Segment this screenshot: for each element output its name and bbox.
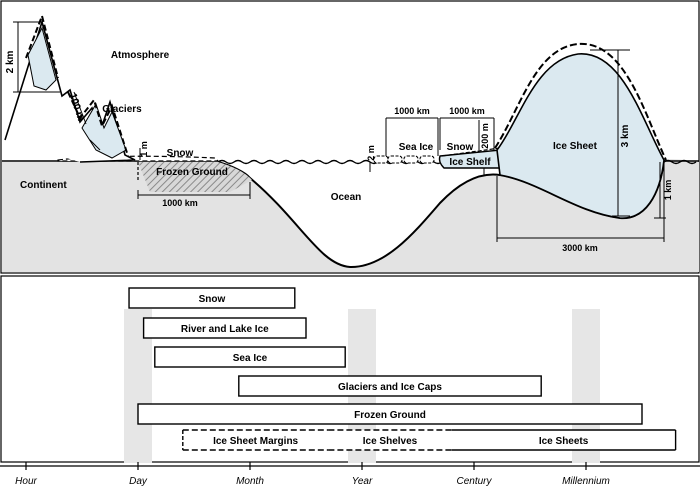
frozen-ground-extent-label: 1000 km — [162, 198, 198, 208]
ocean-label: Ocean — [331, 192, 362, 203]
river-lake-ice-bar-label: River and Lake Ice — [181, 324, 269, 335]
sea-ice-extent-label: 1000 km — [394, 106, 430, 116]
bedrock-depth-label: 1 km — [663, 180, 673, 201]
frozen-ground-bar-label: Frozen Ground — [354, 410, 426, 421]
glaciers-ice-caps-bar-label: Glaciers and Ice Caps — [338, 382, 442, 393]
ice-sheet-margins-label: Ice Sheet Margins — [213, 436, 298, 447]
snow-on-ice-label: Snow — [447, 142, 474, 153]
glacier-ice — [27, 26, 57, 91]
axis-tick-label: Millennium — [562, 476, 610, 487]
axis-tick-label: Year — [352, 476, 373, 487]
ice-shelves-label: Ice Shelves — [363, 436, 418, 447]
continent-label: Continent — [20, 180, 67, 191]
axis-ticks: Hour Day Month Year Century Millennium — [15, 462, 610, 487]
time-axis: Hour Day Month Year Century Millennium — [0, 462, 700, 487]
ice-sheet — [496, 53, 665, 219]
ice-sheet-width-label: 3000 km — [562, 243, 598, 253]
ice-shelf-label: Ice Shelf — [449, 157, 491, 168]
snow-bar-label: Snow — [199, 294, 226, 305]
sea-ice-bar — [154, 346, 346, 368]
axis-tick-label: Day — [129, 476, 148, 487]
snow-depth-label: 1 m — [139, 141, 149, 157]
peak-height-label: 2 km — [5, 50, 16, 73]
frozen-ground-label: Frozen Ground — [156, 167, 228, 178]
sea-ice-floes — [373, 155, 435, 164]
river-lake-ice-bar — [142, 317, 307, 339]
glaciers-ice-caps-bar — [238, 375, 542, 397]
sea-ice-thickness-label: 2 m — [366, 145, 376, 161]
glaciers-label: Glaciers — [102, 104, 142, 115]
shelf-thickness-label: 200 m — [480, 123, 490, 149]
ice-sheet-thickness-label: 3 km — [620, 124, 631, 147]
ice-sheet-label: Ice Sheet — [553, 141, 598, 152]
snow-label: Snow — [167, 148, 194, 159]
frozen-ground-layer — [138, 162, 252, 192]
axis-tick-label: Month — [236, 476, 264, 487]
sea-ice-label: Sea Ice — [399, 142, 434, 153]
ice-sheets-combined-bar — [182, 430, 676, 450]
shelf-extent-label: 1000 km — [449, 106, 485, 116]
axis-tick-label: Century — [456, 476, 492, 487]
axis-tick-label: Hour — [15, 476, 37, 487]
ice-sheets-label: Ice Sheets — [539, 436, 589, 447]
snow-bar — [128, 287, 296, 309]
top-panel: 2 km 100 m 1 m 1000 km 2 m 1000 km — [0, 0, 700, 274]
ocean-surface-right — [663, 159, 697, 165]
atmosphere-label: Atmosphere — [111, 50, 170, 61]
sea-ice-bar-label: Sea Ice — [233, 353, 268, 364]
frozen-ground-bar — [137, 403, 643, 425]
ice-shelf — [438, 149, 501, 169]
